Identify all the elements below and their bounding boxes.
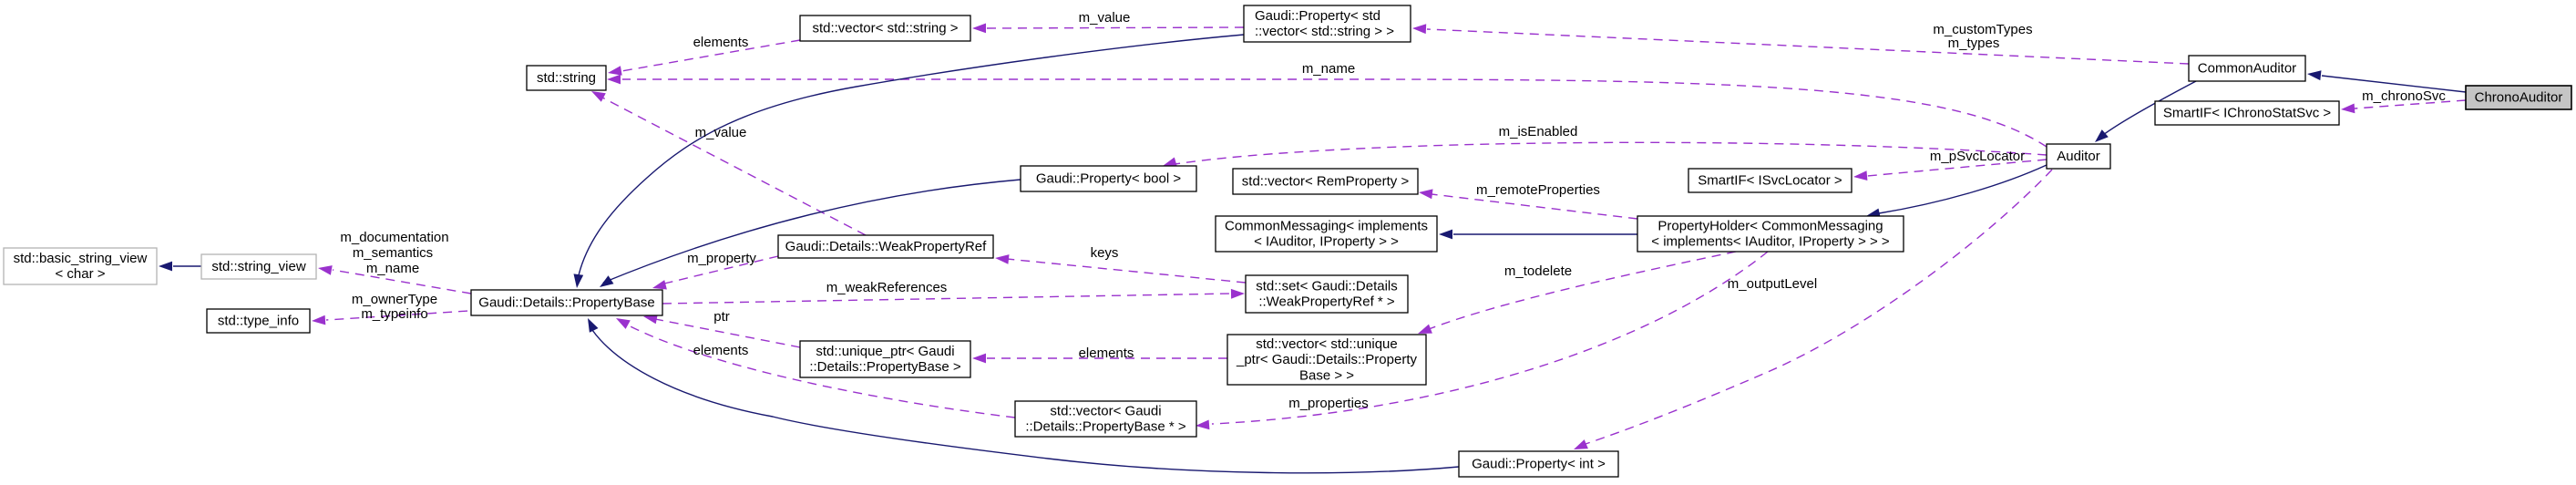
svg-text:m_properties: m_properties: [1288, 396, 1369, 411]
svg-text:m_name: m_name: [366, 261, 419, 276]
svg-text:m_types: m_types: [1948, 36, 2000, 51]
svg-text:std::type_info: std::type_info: [218, 314, 299, 329]
svg-text:std::vector< std::unique: std::vector< std::unique: [1256, 336, 1398, 352]
svg-text:m_customTypes: m_customTypes: [1933, 22, 2032, 37]
svg-text:SmartIF< IChronoStatSvc >: SmartIF< IChronoStatSvc >: [2163, 106, 2331, 121]
svg-text:CommonMessaging< implements: CommonMessaging< implements: [1225, 219, 1428, 234]
svg-text:< char >: < char >: [55, 266, 105, 282]
svg-text:ChronoAuditor: ChronoAuditor: [2475, 90, 2563, 106]
svg-text:Gaudi::Property< std: Gaudi::Property< std: [1255, 8, 1380, 24]
svg-text:Gaudi::Details::PropertyBase: Gaudi::Details::PropertyBase: [478, 295, 654, 311]
svg-text:< implements< IAuditor, IPrope: < implements< IAuditor, IProperty > > >: [1651, 234, 1890, 250]
svg-text:m_ownerType: m_ownerType: [352, 292, 437, 307]
svg-text:m_semantics: m_semantics: [353, 245, 433, 261]
svg-text:std::unique_ptr< Gaudi: std::unique_ptr< Gaudi: [816, 344, 954, 359]
svg-text:m_chronoSvc: m_chronoSvc: [2362, 88, 2446, 104]
svg-text:std::string: std::string: [537, 70, 596, 86]
svg-text:::Details::PropertyBase >: ::Details::PropertyBase >: [809, 359, 961, 375]
svg-text:< IAuditor, IProperty > >: < IAuditor, IProperty > >: [1254, 234, 1399, 250]
svg-text:std::vector< Gaudi: std::vector< Gaudi: [1050, 404, 1161, 419]
svg-text:elements: elements: [1079, 346, 1134, 361]
svg-text:elements: elements: [693, 35, 749, 50]
svg-text:Gaudi::Property< bool >: Gaudi::Property< bool >: [1036, 171, 1182, 187]
svg-text:std::vector< RemProperty >: std::vector< RemProperty >: [1242, 174, 1410, 190]
svg-text:m_pSvcLocator: m_pSvcLocator: [1930, 149, 2025, 164]
svg-text:m_documentation: m_documentation: [340, 230, 448, 245]
svg-text:ptr: ptr: [713, 309, 730, 325]
svg-text:std::basic_string_view: std::basic_string_view: [14, 251, 148, 266]
svg-text:_ptr< Gaudi::Details::Property: _ptr< Gaudi::Details::Property: [1236, 352, 1418, 367]
svg-text:m_name: m_name: [1302, 61, 1355, 77]
svg-text:std::string_view: std::string_view: [211, 259, 306, 274]
svg-text:::vector< std::string > >: ::vector< std::string > >: [1255, 24, 1394, 39]
svg-text:m_weakReferences: m_weakReferences: [826, 280, 948, 295]
svg-text:std::vector< std::string >: std::vector< std::string >: [812, 21, 958, 36]
svg-text:CommonAuditor: CommonAuditor: [2198, 61, 2296, 77]
svg-text:m_isEnabled: m_isEnabled: [1499, 124, 1578, 139]
svg-text:Auditor: Auditor: [2057, 149, 2100, 164]
svg-text:Gaudi::Property< int >: Gaudi::Property< int >: [1472, 457, 1606, 472]
svg-text:keys: keys: [1091, 245, 1119, 261]
svg-text:std::set< Gaudi::Details: std::set< Gaudi::Details: [1256, 279, 1398, 294]
svg-text:PropertyHolder< CommonMessagin: PropertyHolder< CommonMessaging: [1657, 219, 1883, 234]
svg-text:::Details::PropertyBase * >: ::Details::PropertyBase * >: [1025, 419, 1186, 435]
svg-text:m_typeinfo: m_typeinfo: [361, 306, 427, 322]
svg-text:elements: elements: [693, 343, 749, 358]
svg-text:Gaudi::Details::WeakPropertyRe: Gaudi::Details::WeakPropertyRef: [785, 239, 987, 254]
svg-text:m_value: m_value: [695, 125, 747, 140]
svg-text:m_value: m_value: [1079, 10, 1131, 26]
svg-text:::WeakPropertyRef * >: ::WeakPropertyRef * >: [1258, 294, 1395, 310]
svg-text:SmartIF< ISvcLocator >: SmartIF< ISvcLocator >: [1698, 173, 1842, 189]
svg-text:m_property: m_property: [687, 251, 756, 266]
svg-text:Base > >: Base > >: [1299, 367, 1354, 383]
svg-text:m_todelete: m_todelete: [1504, 263, 1572, 279]
svg-text:m_outputLevel: m_outputLevel: [1728, 276, 1817, 292]
svg-text:m_remoteProperties: m_remoteProperties: [1476, 182, 1600, 198]
